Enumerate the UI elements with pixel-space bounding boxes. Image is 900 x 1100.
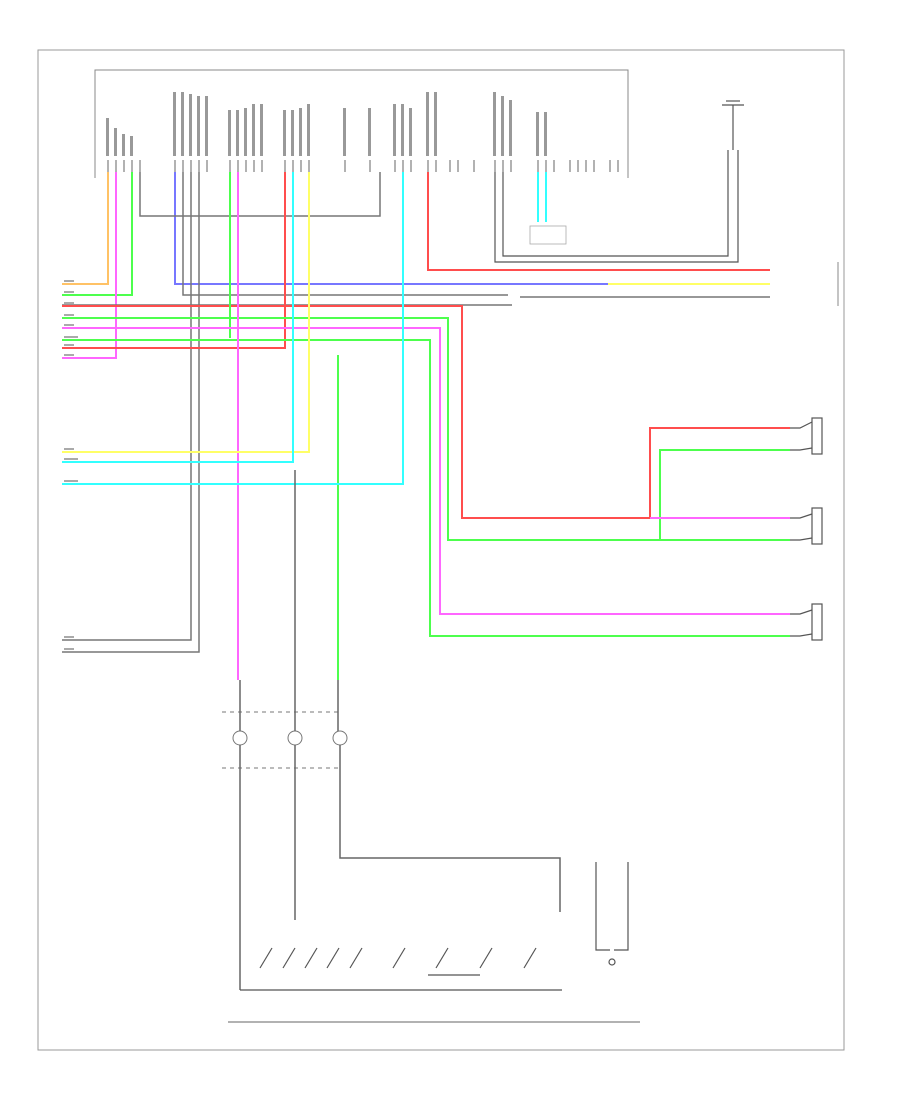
head-unit-pins — [107, 160, 619, 172]
wire-gray-bus — [62, 172, 770, 653]
speaker-front-lower — [790, 507, 823, 545]
ground-symbol — [722, 100, 744, 150]
head-unit-outline — [94, 69, 629, 178]
steering-switch-block — [240, 947, 562, 991]
left-wire-labels — [64, 280, 78, 650]
wire-magenta-left — [62, 172, 117, 359]
horn-switch — [595, 862, 629, 966]
speaker-rear — [790, 603, 823, 641]
wire-green-upper — [62, 172, 133, 296]
speaker-front-upper — [790, 417, 823, 455]
wire-yellow — [62, 172, 770, 453]
shield-connector — [529, 225, 567, 245]
wire-cyan — [62, 172, 547, 485]
wire-magenta-main — [62, 172, 790, 680]
wire-orange — [62, 172, 109, 285]
diagram-frame — [37, 49, 845, 1051]
head-unit-pin-labels — [106, 92, 547, 156]
wire-red-main — [62, 172, 790, 519]
shield-ground-loop — [494, 150, 739, 263]
wire-green-main — [62, 172, 790, 680]
wire-blue — [174, 172, 608, 285]
shield-ground-loop-2 — [502, 150, 729, 257]
clock-spring-wires — [239, 470, 561, 990]
